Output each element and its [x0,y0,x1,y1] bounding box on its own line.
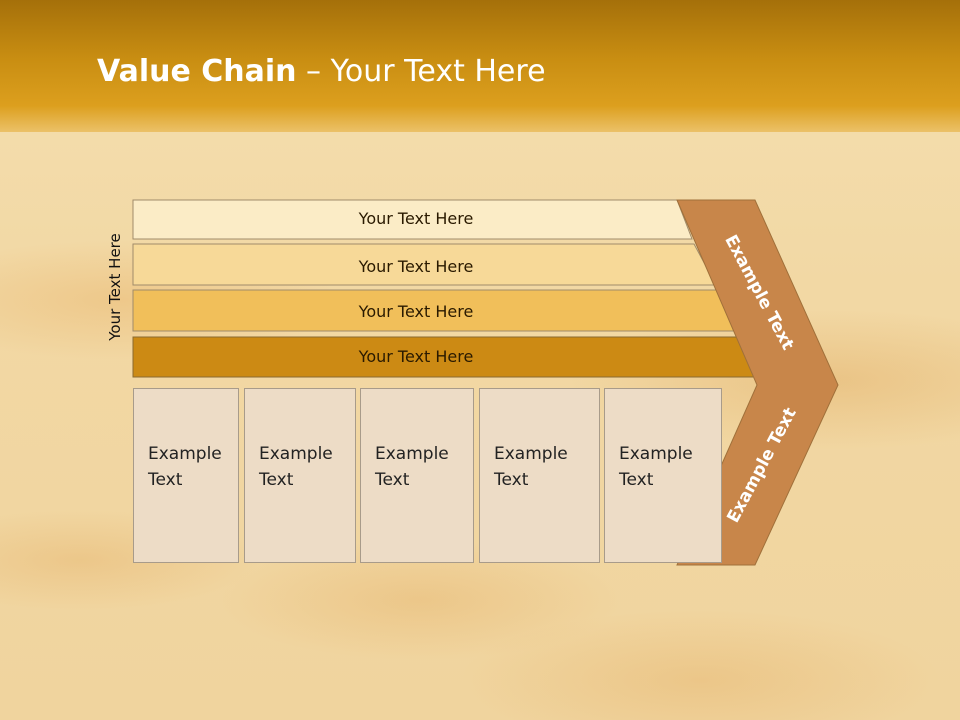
title-rest: – Your Text Here [296,54,546,89]
band-label-4: Your Text Here [358,347,474,366]
page-title: Value Chain – Your Text Here [97,54,546,89]
box-3-line2: Text [375,470,410,490]
box-2-line1: Example [259,444,333,464]
box-4-line1: Example [494,444,568,464]
box-2-line2: Text [259,470,294,490]
chevron-arrow [676,199,839,566]
band-label-1: Your Text Here [358,209,474,228]
box-5-line2: Text [619,470,654,490]
header-bar [0,0,960,132]
box-5-line1: Example [619,444,693,464]
box-4-line2: Text [494,470,529,490]
box-1-line2: Text [148,470,183,490]
band-label-2: Your Text Here [358,257,474,276]
band-label-3: Your Text Here [358,302,474,321]
title-bold: Value Chain [97,54,297,89]
box-3-line1: Example [375,444,449,464]
band-1 [132,199,693,240]
box-1-line1: Example [148,444,222,464]
